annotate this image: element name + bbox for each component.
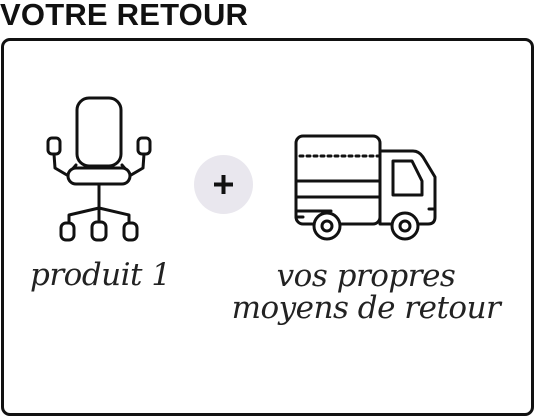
return-summary-card: produit 1 vos propres moyens de retour	[1, 38, 534, 416]
office-chair-icon	[45, 95, 153, 248]
delivery-truck-icon	[293, 133, 441, 241]
product-caption: produit 1	[30, 257, 171, 293]
section-title: VOTRE RETOUR	[0, 0, 249, 32]
return-method-caption: vos propres moyens de retour	[231, 258, 501, 326]
plus-badge	[194, 155, 253, 214]
plus-icon	[214, 175, 233, 194]
